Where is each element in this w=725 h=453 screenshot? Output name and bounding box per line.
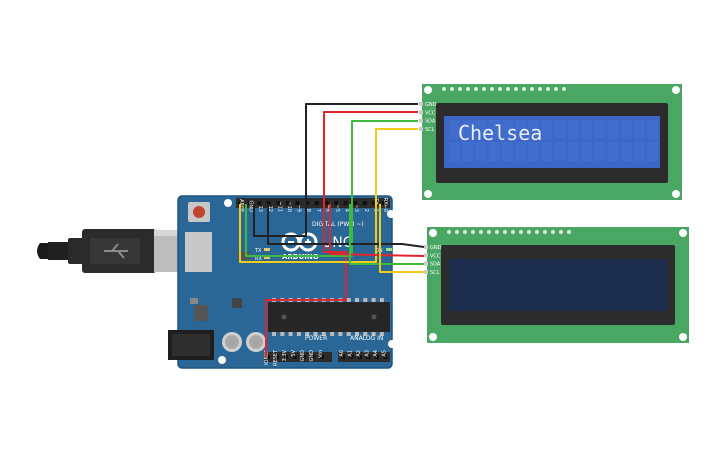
analog-header[interactable] <box>338 352 390 362</box>
wire-lcd2-gnd[interactable] <box>267 204 425 248</box>
lcd-pin-label: VCC <box>430 253 441 259</box>
header-pin[interactable] <box>293 355 297 359</box>
pin-label: 8 <box>305 209 311 212</box>
pin-label: ~3 <box>353 205 359 212</box>
header-pin[interactable] <box>349 355 354 359</box>
header-pin[interactable] <box>382 201 386 205</box>
rx-label: RX <box>255 256 262 262</box>
header-pin[interactable] <box>284 355 288 359</box>
lcd-display-2[interactable]: GND VCC SDA SCL <box>424 227 689 343</box>
wire-lcd2-vcc[interactable] <box>329 204 425 257</box>
wire-lcd1-sda[interactable] <box>245 120 418 257</box>
wire-lcd2-sda[interactable] <box>349 204 424 265</box>
power-label: POWER <box>305 335 327 342</box>
pin-label: RX←0 <box>382 198 388 212</box>
wire-lcd1-scl[interactable] <box>239 128 418 263</box>
lcd-screen-2 <box>449 259 667 311</box>
pin-label: 12 <box>267 206 273 212</box>
lcd-pin-label: SDA <box>430 262 441 268</box>
digital-label: DIGITAL (PWM ~) <box>312 221 364 228</box>
header-pin[interactable] <box>362 201 367 205</box>
reset-button-icon[interactable] <box>188 202 210 222</box>
header-pin[interactable] <box>343 201 348 205</box>
wire-lcd1-vcc[interactable] <box>265 111 418 357</box>
pin-label: A4 <box>373 350 379 357</box>
pin-label: A2 <box>356 350 362 357</box>
lcd-pin[interactable] <box>419 118 423 123</box>
header-pin[interactable] <box>320 355 324 359</box>
pin-label: 5V <box>291 349 297 356</box>
pin-label: 3.3V <box>282 349 288 361</box>
wire-lcd2-scl[interactable] <box>379 204 424 273</box>
pin-label: GND <box>248 201 254 213</box>
header-pin[interactable] <box>302 355 306 359</box>
lcd-pin[interactable] <box>424 253 428 258</box>
header-pin[interactable] <box>372 201 377 205</box>
header-pin[interactable] <box>324 201 329 205</box>
header-pin[interactable] <box>275 355 279 359</box>
header-pin[interactable] <box>314 201 319 205</box>
header-pin[interactable] <box>305 201 310 205</box>
header-pin[interactable] <box>266 201 271 205</box>
lcd-pin-label: GND <box>430 245 442 251</box>
pin-label: ~11 <box>276 201 282 212</box>
pin-label: Vin <box>318 350 324 358</box>
header-pin[interactable] <box>353 201 358 205</box>
on-label: ON <box>375 248 383 254</box>
pin-label: A3 <box>365 350 371 357</box>
pin-label: 2 <box>363 209 369 212</box>
atmega-chip <box>268 298 390 336</box>
header-pin[interactable] <box>375 355 379 359</box>
pin-label: ~9 <box>296 205 302 212</box>
capacitor <box>222 332 266 352</box>
pin-label: RESET <box>273 349 279 366</box>
lcd-pin[interactable] <box>424 269 428 274</box>
lcd-pin[interactable] <box>424 261 428 266</box>
pin-label: GND <box>309 350 315 362</box>
lcd-pin-label: VCC <box>425 110 436 116</box>
header-pin[interactable] <box>257 201 262 205</box>
pin-label: A1 <box>348 350 354 357</box>
pin-label: ~6 <box>324 205 330 212</box>
pin-label: ~5 <box>334 205 340 212</box>
header-pin[interactable] <box>334 201 338 205</box>
header-pin[interactable] <box>266 355 270 359</box>
pin-label: 4 <box>344 209 350 212</box>
lcd-pin[interactable] <box>419 102 423 106</box>
pin-label: 7 <box>315 209 321 212</box>
header-pin[interactable] <box>238 201 242 205</box>
pin-label: IOREF <box>264 350 270 365</box>
lcd-pin[interactable] <box>424 245 428 249</box>
pin-label: ~10 <box>286 201 292 212</box>
wires <box>239 103 425 357</box>
header-pin[interactable] <box>247 201 252 205</box>
wire-lcd1-gnd[interactable] <box>253 103 418 237</box>
pin-label: A5 <box>382 350 388 357</box>
lcd1-text: Chelsea <box>458 121 542 145</box>
pin-label: A0 <box>339 350 345 357</box>
analog-label: ANALOG IN <box>350 335 383 342</box>
header-pin[interactable] <box>358 355 362 359</box>
tx-label: TX <box>254 248 262 254</box>
lcd-pin-label: SCL <box>425 127 435 133</box>
lcd-display-1[interactable]: Chelsea GND VCC SDA SCL <box>419 84 682 200</box>
header-pin[interactable] <box>286 201 290 205</box>
lcd-pin-label: SCL <box>430 270 440 276</box>
header-pin[interactable] <box>341 355 345 359</box>
header-pin[interactable] <box>311 355 315 359</box>
header-pin[interactable] <box>295 201 300 205</box>
pin-label: 13 <box>257 206 263 212</box>
digital-header[interactable] <box>236 198 390 208</box>
pin-label: GND <box>300 350 306 362</box>
lcd-pin-label: SDA <box>425 119 436 125</box>
lcd-pin-label: GND <box>425 102 437 108</box>
header-pin[interactable] <box>366 355 371 359</box>
power-header[interactable] <box>264 352 332 362</box>
lcd-pin[interactable] <box>419 126 423 131</box>
header-pin[interactable] <box>383 355 388 359</box>
arduino-uno-board[interactable]: UNO ARDUINO DIGITAL (PWM ~) TX RX ON POW… <box>168 195 396 369</box>
header-pin[interactable] <box>276 201 281 205</box>
lcd-pin[interactable] <box>419 110 423 115</box>
